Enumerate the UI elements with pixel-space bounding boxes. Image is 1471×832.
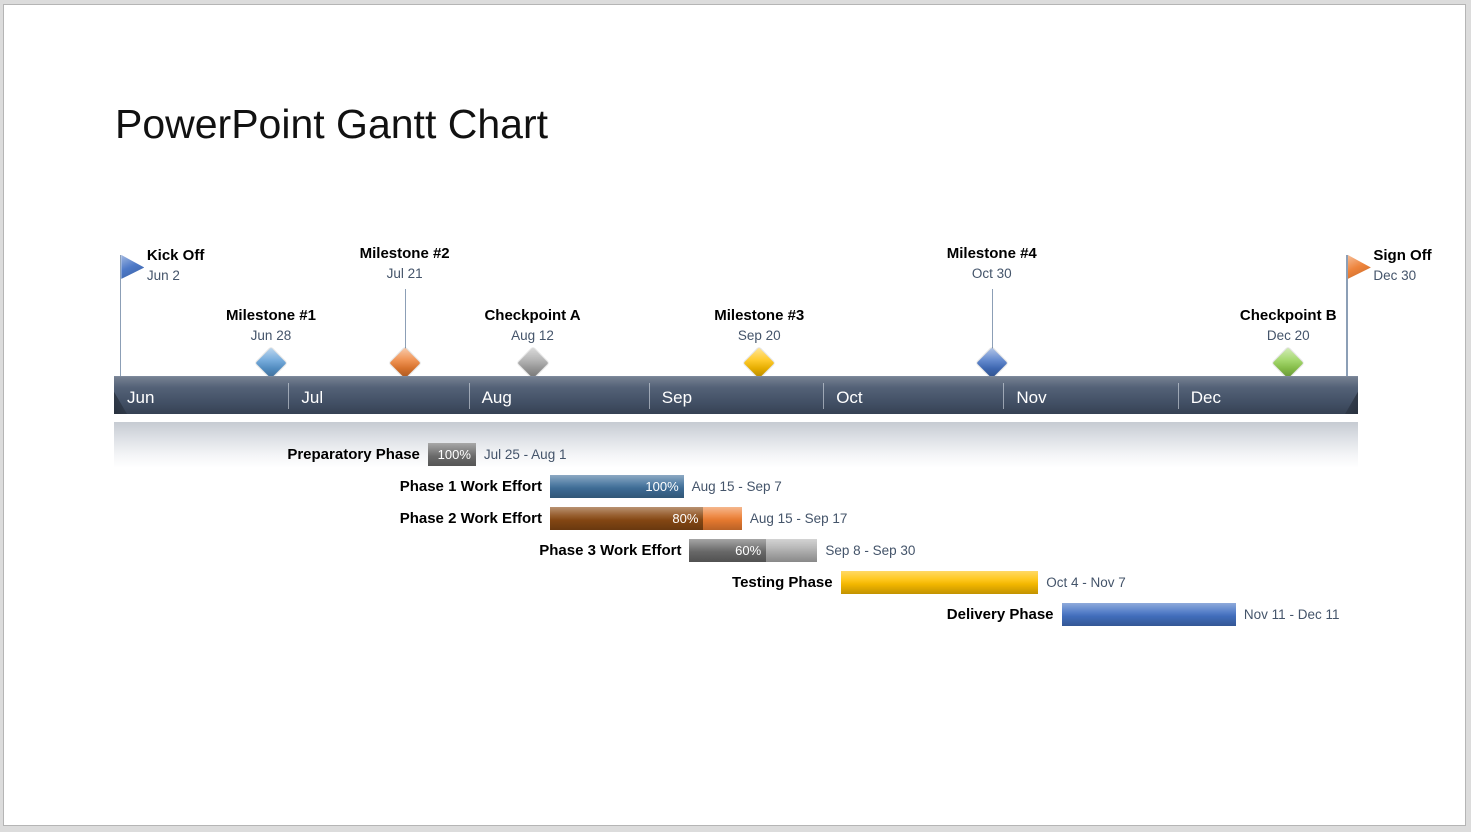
milestone-diamond-icon-checkpoint-b <box>1272 347 1304 379</box>
task-date-range-phase-2-work-effort: Aug 15 - Sep 17 <box>749 511 848 526</box>
task-date-range-delivery-phase: Nov 11 - Dec 11 <box>1243 607 1340 622</box>
flagpole-kick-off <box>119 255 122 376</box>
milestone-name-milestone-4: Milestone #4 <box>946 245 1037 262</box>
month-separator <box>648 383 650 409</box>
task-bar-fill-delivery-phase <box>1061 603 1236 626</box>
month-label-jun: Jun <box>127 388 155 407</box>
month-separator <box>1177 383 1179 409</box>
month-label-oct: Oct <box>836 388 863 407</box>
month-separator <box>468 383 470 409</box>
milestone-date-sign-off: Dec 30 <box>1373 268 1417 283</box>
milestone-diamond-icon-milestone-1 <box>255 347 287 379</box>
task-bar-fill-phase-3-work-effort: 60% <box>689 539 767 562</box>
timeline-right-bevel <box>1345 391 1358 414</box>
milestone-date-milestone-3: Sep 20 <box>737 328 781 343</box>
milestone-date-kick-off: Jun 2 <box>146 268 180 283</box>
task-bar-phase-2-work-effort: 80% <box>549 507 742 530</box>
month-label-aug: Aug <box>481 388 512 407</box>
task-label-delivery-phase: Delivery Phase <box>946 606 1054 623</box>
month-separator <box>1003 383 1005 409</box>
task-label-preparatory-phase: Preparatory Phase <box>287 446 420 463</box>
task-bar-fill-phase-2-work-effort: 80% <box>549 507 704 530</box>
task-date-range-testing-phase: Oct 4 - Nov 7 <box>1046 575 1126 590</box>
milestone-name-milestone-1: Milestone #1 <box>225 307 316 324</box>
task-bar-fill-phase-1-work-effort: 100% <box>549 475 684 498</box>
milestone-name-checkpoint-b: Checkpoint B <box>1239 307 1337 324</box>
slide-title: PowerPoint Gantt Chart <box>115 101 548 147</box>
month-label-dec: Dec <box>1190 388 1222 407</box>
milestone-date-checkpoint-a: Aug 12 <box>511 328 554 343</box>
milestone-date-milestone-2: Jul 21 <box>386 266 423 281</box>
milestone-name-checkpoint-a: Checkpoint A <box>484 307 581 324</box>
task-date-range-phase-3-work-effort: Sep 8 - Sep 30 <box>825 543 916 558</box>
milestone-name-milestone-2: Milestone #2 <box>359 245 450 262</box>
timeline-reflection <box>114 422 1358 468</box>
task-bar-delivery-phase <box>1061 603 1236 626</box>
milestone-diamond-icon-milestone-4 <box>976 347 1008 379</box>
milestone-diamond-icon-milestone-2 <box>389 347 421 379</box>
task-bar-preparatory-phase: 100% <box>427 443 476 466</box>
timeline-left-bevel <box>114 391 127 414</box>
task-bar-testing-phase <box>840 571 1039 594</box>
task-label-phase-2-work-effort: Phase 2 Work Effort <box>399 510 542 527</box>
task-label-phase-3-work-effort: Phase 3 Work Effort <box>539 542 682 559</box>
milestone-flag-icon-sign-off <box>1347 255 1371 279</box>
task-bar-phase-1-work-effort: 100% <box>549 475 684 498</box>
milestone-name-kick-off: Kick Off <box>146 247 205 264</box>
milestone-date-checkpoint-b: Dec 20 <box>1266 328 1310 343</box>
task-bar-fill-preparatory-phase: 100% <box>427 443 476 466</box>
milestone-diamond-icon-checkpoint-a <box>516 347 549 379</box>
task-bar-phase-3-work-effort: 60% <box>689 539 818 562</box>
month-label-nov: Nov <box>1016 388 1047 407</box>
milestone-date-milestone-1: Jun 28 <box>250 328 292 343</box>
milestone-diamond-icon-milestone-3 <box>743 347 775 379</box>
milestone-stem-milestone-2 <box>404 289 407 353</box>
month-separator <box>288 383 290 409</box>
month-separator <box>823 383 825 409</box>
task-date-range-preparatory-phase: Jul 25 - Aug 1 <box>483 447 567 462</box>
flagpole-sign-off <box>1346 255 1348 376</box>
month-label-sep: Sep <box>661 388 693 407</box>
timeline-bar <box>114 376 1358 414</box>
milestone-name-sign-off: Sign Off <box>1373 247 1432 264</box>
milestone-date-milestone-4: Oct 30 <box>971 266 1012 281</box>
milestone-stem-milestone-4 <box>991 289 994 353</box>
month-label-jul: Jul <box>301 388 324 407</box>
task-bar-fill-testing-phase <box>840 571 1039 594</box>
milestone-name-milestone-3: Milestone #3 <box>714 307 805 324</box>
task-label-testing-phase: Testing Phase <box>732 574 833 591</box>
milestone-flag-icon-kick-off <box>121 255 145 279</box>
task-label-phase-1-work-effort: Phase 1 Work Effort <box>399 478 542 495</box>
task-date-range-phase-1-work-effort: Aug 15 - Sep 7 <box>691 479 782 494</box>
